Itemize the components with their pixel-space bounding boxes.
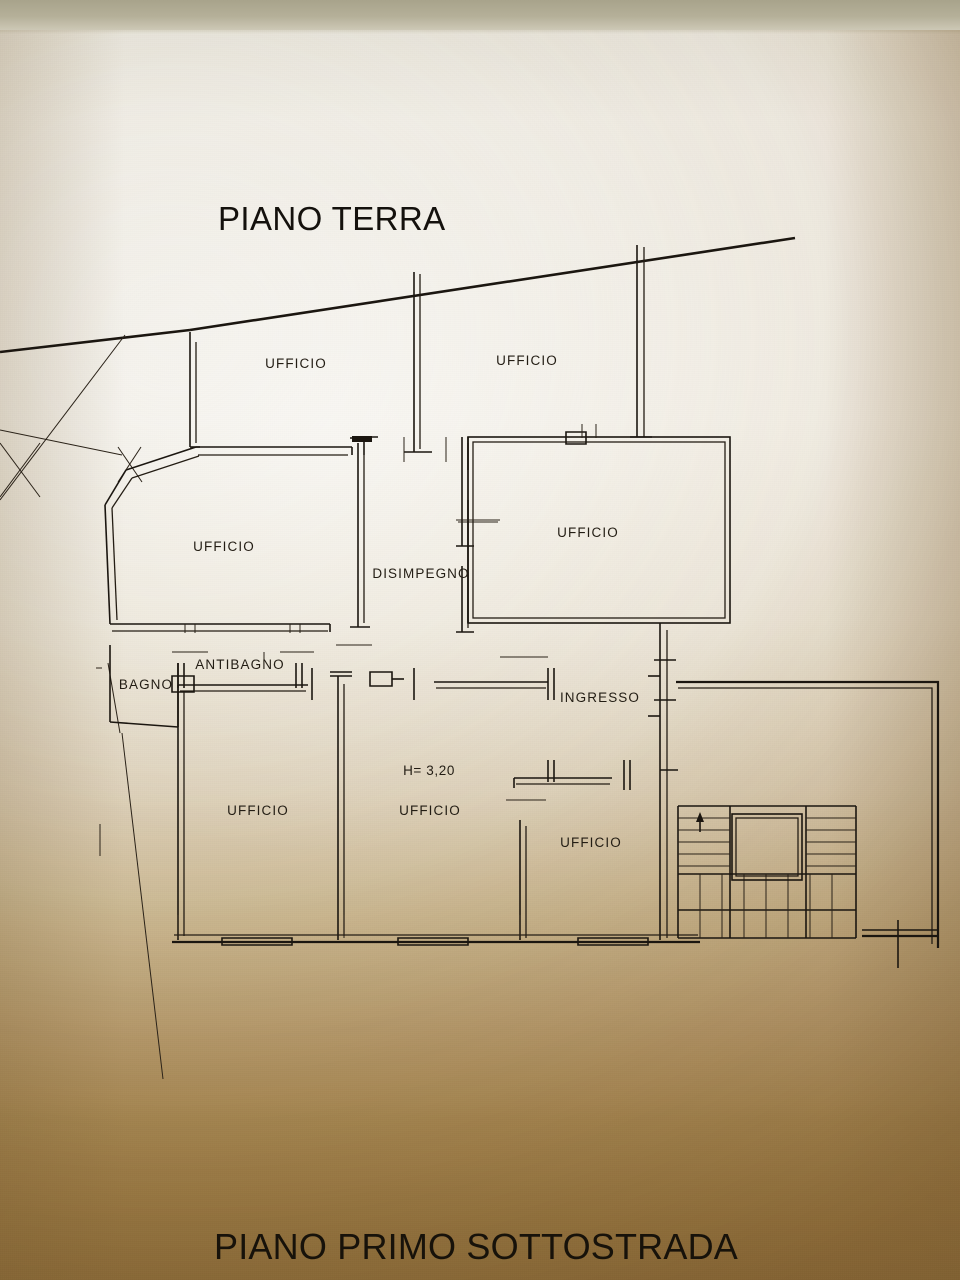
photo-top-edge-band [0,0,960,30]
page-caption: PIANO PRIMO SOTTOSTRADA [214,1226,738,1267]
page-title: PIANO TERRA [218,200,446,237]
